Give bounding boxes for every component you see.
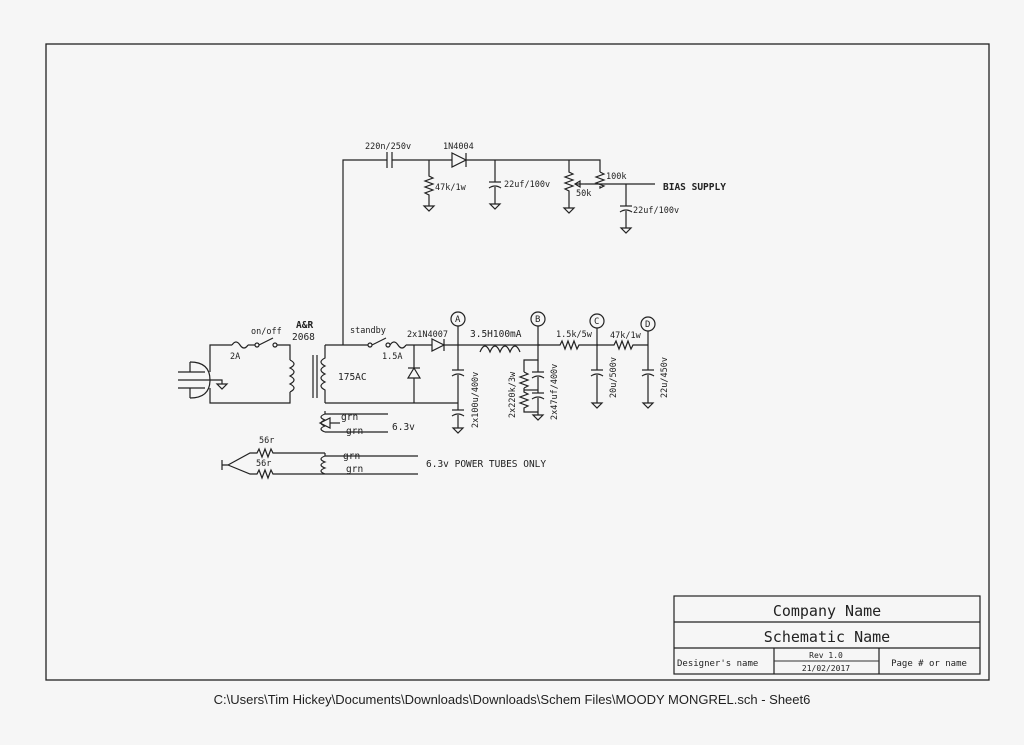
- page-name: Page # or name: [891, 659, 967, 669]
- label-grn4: grn: [346, 464, 363, 475]
- heater-section: [221, 411, 418, 480]
- label-standby: standby: [350, 326, 386, 336]
- schematic-name: Schematic Name: [764, 628, 890, 646]
- label-transformer-brand: A&R: [296, 320, 313, 331]
- company-name: Company Name: [773, 602, 881, 620]
- label-2a: 2A: [230, 352, 240, 362]
- node-a-label: A: [455, 315, 461, 325]
- label-2x100u: 2x100u/400v: [471, 372, 481, 428]
- label-20u: 20u/500v: [609, 357, 619, 398]
- label-grn1: grn: [341, 412, 358, 423]
- node-d-label: D: [645, 320, 650, 330]
- label-choke: 3.5H100mA: [470, 329, 522, 340]
- label-6v3: 6.3v: [392, 422, 415, 433]
- ht-filter-section: [450, 311, 656, 434]
- designer-name: Designer's name: [677, 659, 758, 669]
- label-22uf-b: 22uf/100v: [633, 206, 679, 216]
- label-bias-supply: BIAS SUPPLY: [663, 182, 726, 193]
- label-56r-b: 56r: [256, 459, 271, 469]
- mains-input-section: [178, 337, 480, 404]
- schematic-drawing: 220n/250v 1N4004 47k/1w 22uf/100v 100k 5…: [45, 43, 990, 681]
- node-c-label: C: [594, 317, 599, 327]
- label-100k: 100k: [606, 172, 626, 182]
- label-6v3-power-tubes: 6.3v POWER TUBES ONLY: [426, 459, 546, 470]
- label-transformer-model: 2068: [292, 332, 315, 343]
- label-1n4004: 1N4004: [443, 142, 474, 152]
- label-grn3: grn: [343, 451, 360, 462]
- label-1-5k: 1.5k/5w: [556, 330, 593, 340]
- revision: Rev 1.0: [809, 651, 843, 660]
- label-22uf-a: 22uf/100v: [504, 180, 550, 190]
- label-22u450: 22u/450v: [660, 357, 670, 398]
- label-175ac: 175AC: [338, 372, 367, 383]
- label-47k1w-b: 47k/1w: [610, 331, 642, 341]
- label-grn2: grn: [346, 426, 363, 437]
- label-220n: 220n/250v: [365, 142, 411, 152]
- label-56r-a: 56r: [259, 436, 274, 446]
- label-onoff: on/off: [251, 327, 282, 337]
- label-2x47uf: 2x47uf/400v: [550, 364, 560, 420]
- label-1-5a: 1.5A: [382, 352, 402, 362]
- label-2x1n4007: 2x1N4007: [407, 330, 448, 340]
- label-2x220k: 2x220k/3w: [508, 371, 518, 418]
- title-block: Company Name Schematic Name Designer's n…: [673, 595, 981, 675]
- bias-supply-section: [342, 152, 655, 345]
- label-47k1w: 47k/1w: [435, 183, 467, 193]
- node-b-label: B: [535, 315, 540, 325]
- label-50k: 50k: [576, 189, 591, 199]
- date: 21/02/2017: [802, 664, 850, 673]
- drawing-border: [45, 43, 990, 681]
- file-path-footer: C:\Users\Tim Hickey\Documents\Downloads\…: [213, 692, 811, 707]
